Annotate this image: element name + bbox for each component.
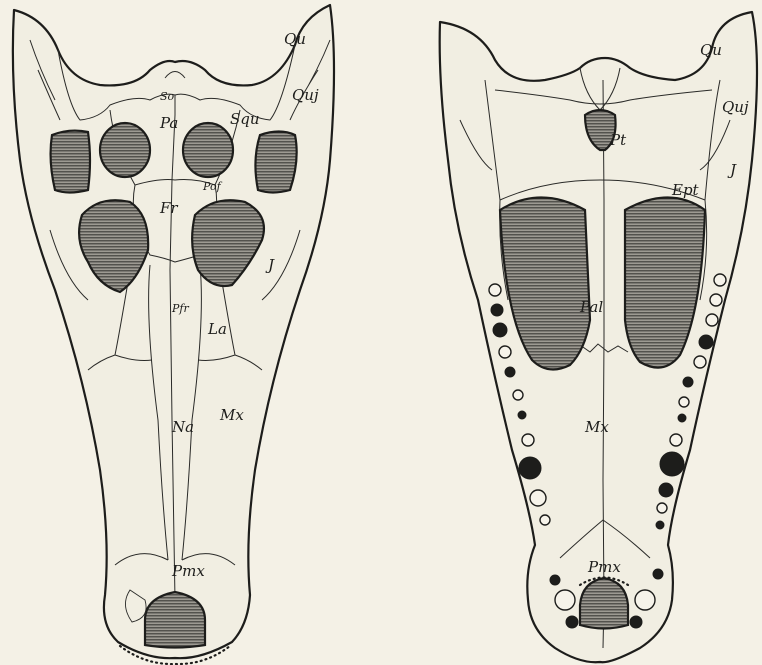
dorsal-label-squ: Squ — [230, 110, 260, 128]
dorsal-label-fr: Fr — [159, 199, 178, 217]
dorsal-left-supratemporal-fenestra — [100, 123, 150, 177]
ventral-label-pmx: Pmx — [587, 558, 621, 576]
ventral-view: Qu Quj Pt Ept J Pal Mx Pmx — [440, 12, 757, 662]
dorsal-label-quj: Quj — [292, 86, 319, 104]
dorsal-label-so: So — [160, 90, 175, 103]
ventral-label-qu: Qu — [700, 41, 722, 59]
dorsal-label-na: Na — [171, 418, 194, 436]
dorsal-external-naris — [145, 592, 205, 648]
ventral-label-pal: Pal — [579, 298, 603, 316]
dorsal-right-lateral-fenestra — [255, 132, 296, 193]
ventral-incisive-foramen — [580, 578, 628, 629]
dorsal-label-pof: Pof — [202, 180, 223, 193]
dorsal-view: Qu Quj So Pa Squ Pof Fr J Pfr La Na Mx P… — [13, 5, 334, 664]
ventral-label-quj: Quj — [722, 98, 749, 116]
dorsal-left-lateral-fenestra — [51, 131, 90, 193]
dorsal-label-qu: Qu — [284, 30, 306, 48]
dorsal-label-la: La — [207, 320, 227, 338]
dorsal-right-supratemporal-fenestra — [183, 123, 233, 177]
dorsal-label-pfr: Pfr — [171, 302, 189, 315]
dorsal-label-mx: Mx — [219, 406, 244, 424]
dorsal-label-pa: Pa — [159, 114, 178, 132]
ventral-label-ept: Ept — [671, 181, 700, 199]
ventral-label-pt: Pt — [609, 131, 627, 149]
ventral-label-mx: Mx — [584, 418, 609, 436]
dorsal-label-pmx: Pmx — [171, 562, 205, 580]
